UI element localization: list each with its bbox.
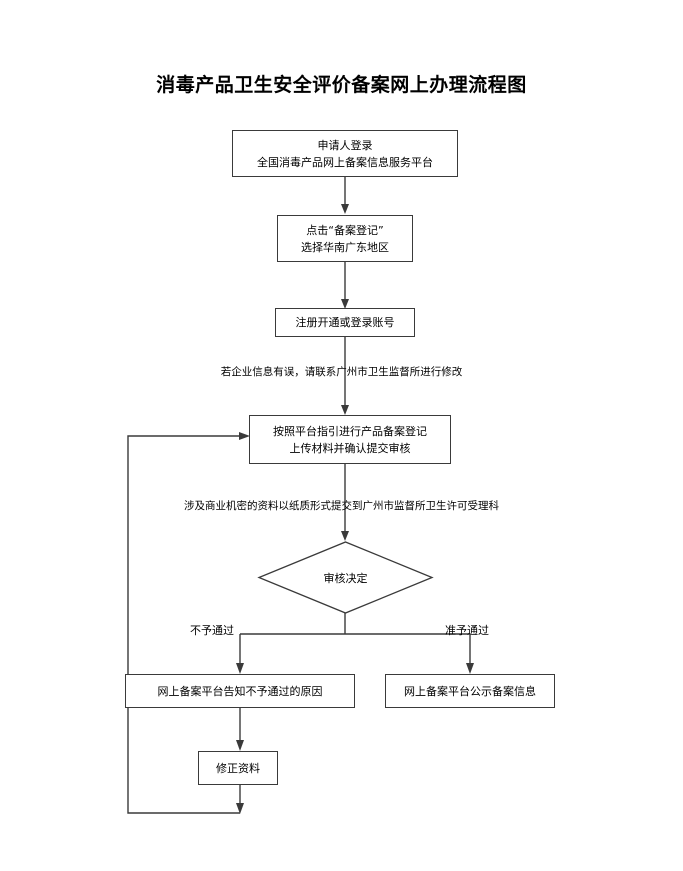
node-line-1: 申请人登录	[317, 138, 373, 152]
node-line-1: 点击“备案登记”	[306, 223, 384, 237]
node-line-1: 按照平台指引进行产品备案登记	[273, 424, 427, 438]
node-reject-reason-notice[interactable]: 网上备案平台告知不予通过的原因	[125, 674, 355, 708]
node-line-2: 上传材料并确认提交审核	[289, 441, 411, 455]
node-line-1: 注册开通或登录账号	[295, 316, 395, 329]
node-register-or-login-account[interactable]: 注册开通或登录账号	[275, 308, 415, 337]
decision-diamond-shape	[257, 541, 434, 614]
node-line-1: 网上备案平台公示备案信息	[404, 684, 536, 698]
note-company-info-correction: 若企业信息有误，请联系广州市卫生监督所进行修改	[220, 366, 463, 378]
node-click-registration[interactable]: 点击“备案登记” 选择华南广东地区	[277, 215, 413, 262]
node-applicant-login[interactable]: 申请人登录 全国消毒产品网上备案信息服务平台	[232, 130, 458, 177]
node-line-1: 修正资料	[216, 761, 260, 775]
page-title: 消毒产品卫生安全评价备案网上办理流程图	[156, 74, 527, 96]
note-confidential-paper-submission: 涉及商业机密的资料以纸质形式提交到广州市监督所卫生许可受理科	[184, 500, 499, 512]
node-line-2: 选择华南广东地区	[301, 240, 389, 254]
branch-label-reject: 不予通过	[190, 624, 234, 637]
node-line-1: 网上备案平台告知不予通过的原因	[157, 684, 323, 698]
node-publish-filing-info[interactable]: 网上备案平台公示备案信息	[385, 674, 555, 708]
node-line-2: 全国消毒产品网上备案信息服务平台	[257, 155, 433, 169]
node-revise-materials[interactable]: 修正资料	[198, 751, 278, 785]
decision-diamond-label: 审核决定	[323, 572, 368, 585]
branch-label-approve: 准予通过	[445, 624, 489, 637]
node-submit-filing-materials[interactable]: 按照平台指引进行产品备案登记 上传材料并确认提交审核	[249, 415, 451, 464]
